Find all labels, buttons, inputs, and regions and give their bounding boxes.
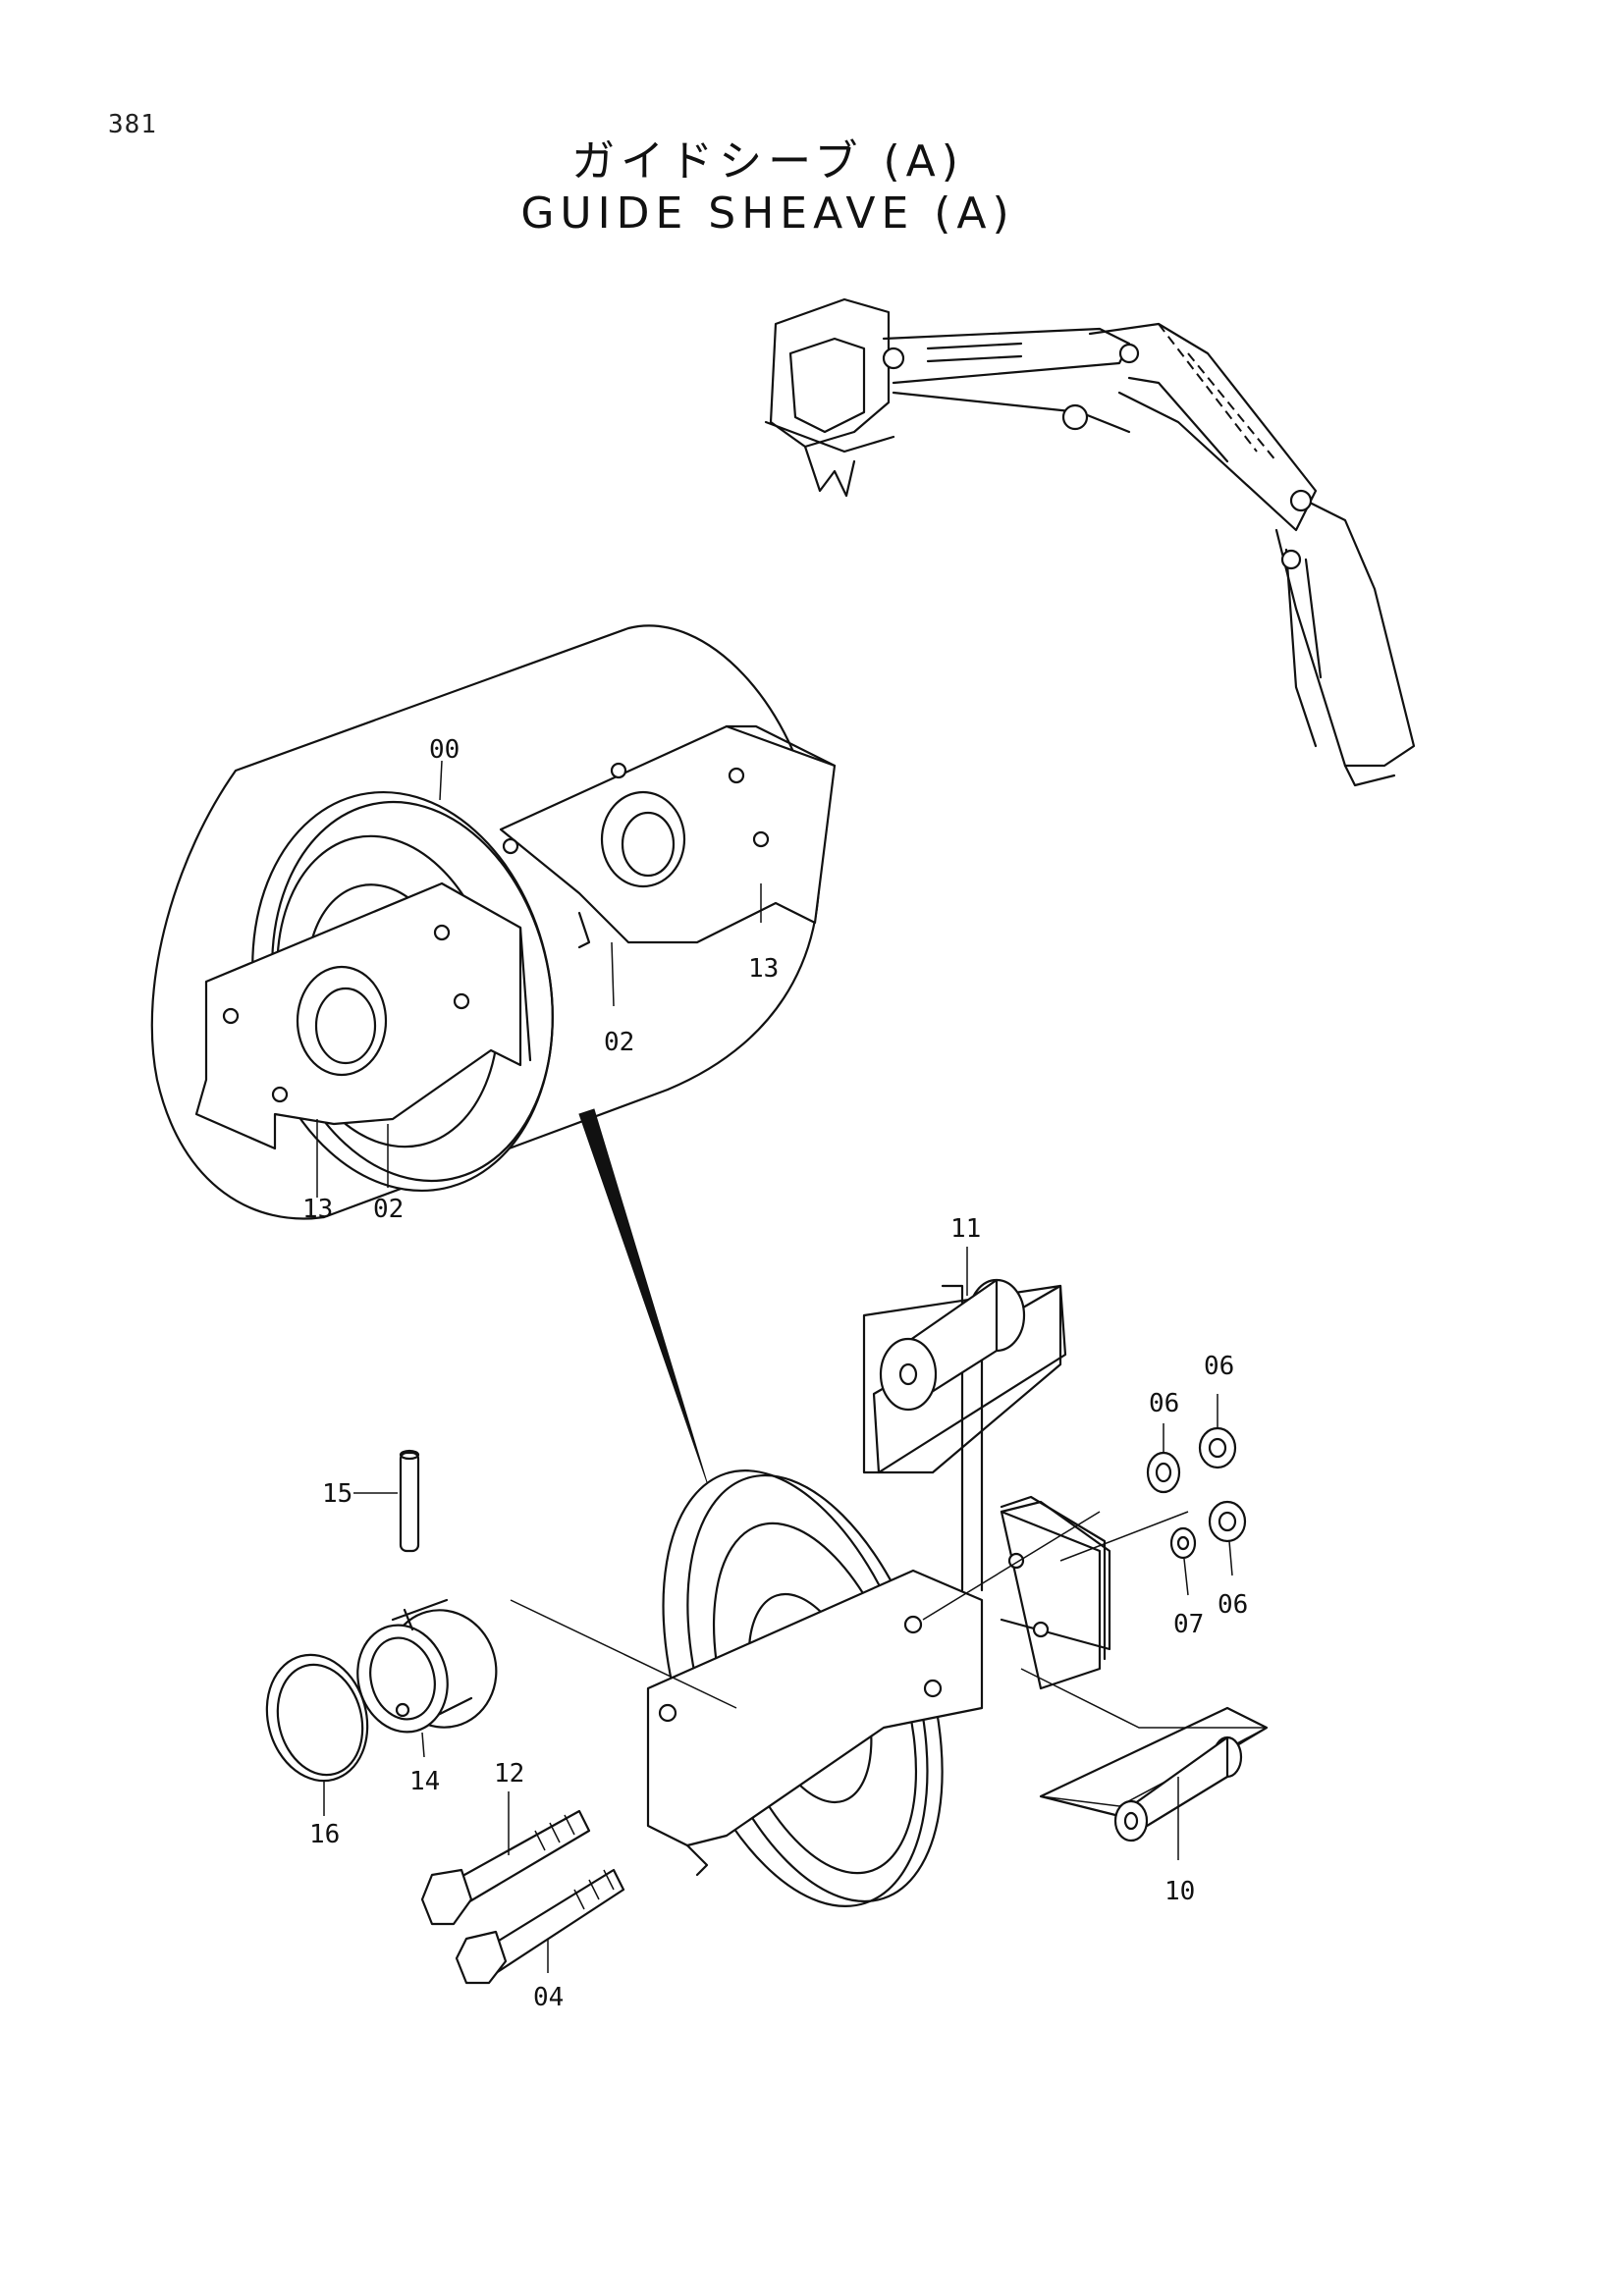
callout-02-right: 02	[604, 1028, 634, 1057]
callout-14: 14	[409, 1767, 440, 1796]
callout-06-bottom: 06	[1218, 1590, 1248, 1620]
part-10-pin	[1039, 1706, 1269, 1842]
callout-15: 15	[322, 1479, 352, 1509]
callout-labels: 00 02 13 13 02 11 06 06 06 07 15 12 14 1…	[302, 735, 1248, 2012]
callout-07: 07	[1173, 1610, 1204, 1639]
callout-13-right: 13	[748, 954, 779, 984]
callout-04: 04	[533, 1983, 564, 2012]
part-12-bolt	[420, 1809, 591, 1926]
part-14-bushing	[356, 1598, 498, 1734]
callout-06-top: 06	[1204, 1352, 1234, 1381]
leader-lines	[316, 760, 1233, 1973]
callout-13-left: 13	[302, 1195, 333, 1224]
callout-00: 00	[429, 735, 460, 765]
part-06-nut-c	[1208, 1500, 1247, 1543]
part-06-nut-b	[1198, 1426, 1237, 1469]
part-11-pin	[872, 1278, 1067, 1474]
title-english: GUIDE SHEAVE (A)	[520, 188, 1015, 239]
callout-16: 16	[309, 1820, 340, 1849]
part-06-nut-a	[1146, 1451, 1181, 1494]
main-assembly	[510, 1284, 1268, 1907]
part-04-bolt	[455, 1868, 625, 1985]
callout-06-middle: 06	[1149, 1389, 1179, 1418]
callout-11: 11	[950, 1214, 981, 1244]
callout-10: 10	[1164, 1877, 1195, 1906]
detail-pointer	[578, 1108, 708, 1483]
part-15-pin	[399, 1449, 420, 1553]
page-number: 381	[108, 110, 157, 139]
title-japanese: ガイドシーブ (A)	[571, 136, 964, 187]
callout-02-left: 02	[373, 1195, 404, 1224]
detail-view	[150, 624, 837, 1220]
part-07-washer	[1169, 1526, 1197, 1560]
part-16-ring	[265, 1653, 369, 1783]
machine-overview-illustration	[764, 297, 1416, 787]
callout-12: 12	[494, 1759, 524, 1789]
